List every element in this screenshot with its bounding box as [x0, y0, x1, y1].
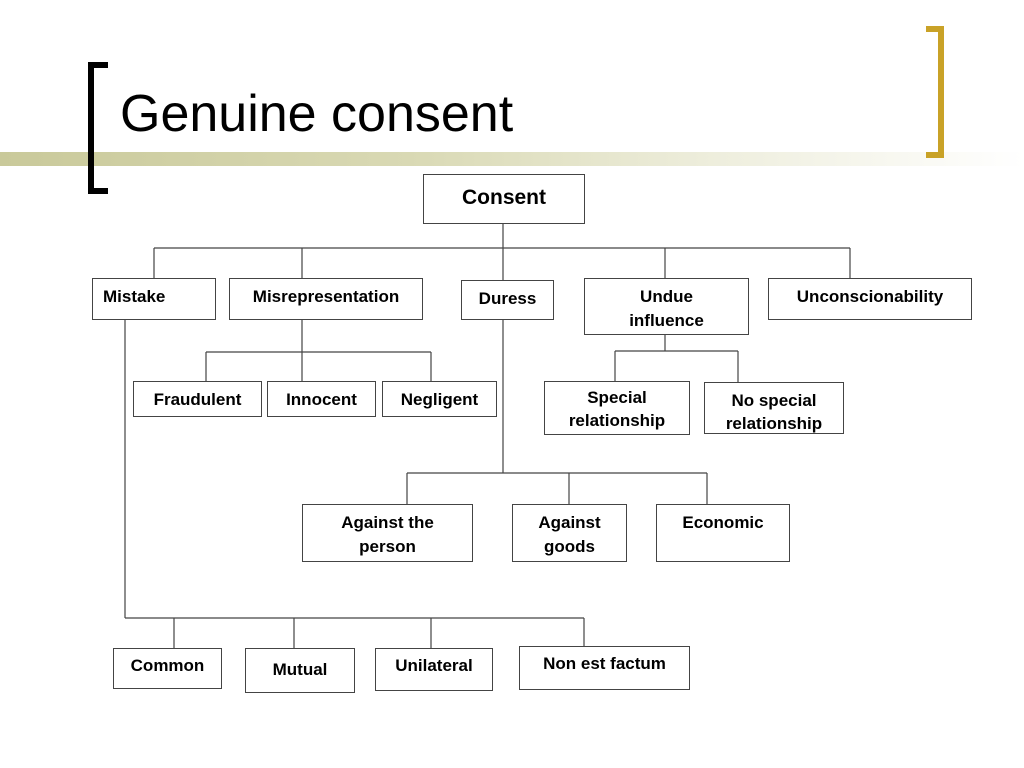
- node-consent: Consent: [423, 174, 585, 224]
- title-underline-bar: [0, 152, 1024, 166]
- left-bracket-decoration: [88, 62, 108, 194]
- node-non-est-factum: Non est factum: [519, 646, 690, 690]
- node-duress: Duress: [461, 280, 554, 320]
- node-misrepresentation: Misrepresentation: [229, 278, 423, 320]
- node-against-goods: Against goods: [512, 504, 627, 562]
- node-undue-influence: Undue influence: [584, 278, 749, 335]
- node-mutual: Mutual: [245, 648, 355, 693]
- node-against-the-person: Against the person: [302, 504, 473, 562]
- node-unconscionability: Unconscionability: [768, 278, 972, 320]
- node-no-special-relationship: No special relationship: [704, 382, 844, 434]
- node-common: Common: [113, 648, 222, 689]
- node-negligent: Negligent: [382, 381, 497, 417]
- right-bracket-decoration: [926, 26, 944, 158]
- node-unilateral: Unilateral: [375, 648, 493, 691]
- node-economic: Economic: [656, 504, 790, 562]
- node-mistake: Mistake: [92, 278, 216, 320]
- node-innocent: Innocent: [267, 381, 376, 417]
- node-special-relationship: Special relationship: [544, 381, 690, 435]
- node-fraudulent: Fraudulent: [133, 381, 262, 417]
- slide-title: Genuine consent: [120, 85, 514, 143]
